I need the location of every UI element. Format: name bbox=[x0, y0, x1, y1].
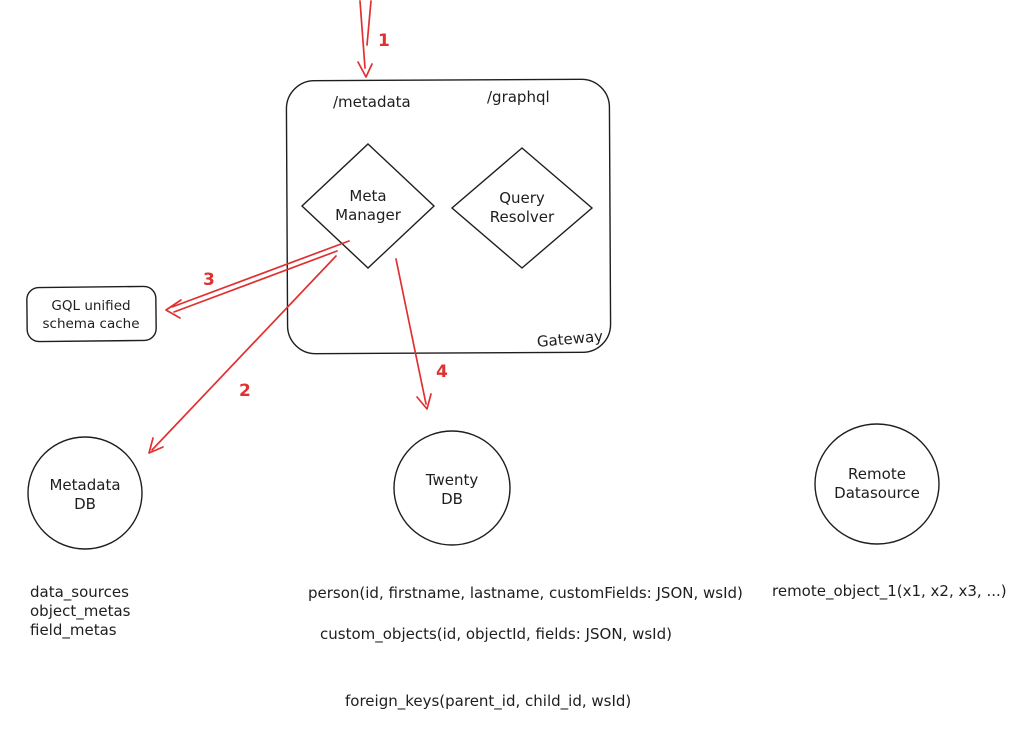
query-resolver-node bbox=[450, 147, 594, 269]
metadata-db-label-line1: Metadata bbox=[49, 476, 120, 494]
table-object-metas: object_metas bbox=[30, 602, 131, 621]
meta-manager-label-line1: Meta bbox=[349, 187, 386, 205]
table-custom-objects: custom_objects(id, objectId, fields: JSO… bbox=[320, 625, 672, 644]
endpoint-graphql-label: /graphql bbox=[487, 88, 550, 106]
meta-manager-label-line2: Manager bbox=[335, 206, 402, 224]
arrow-step-4: 4 bbox=[395, 258, 448, 410]
remote-datasource-node bbox=[814, 423, 940, 545]
twenty-db-label-line2: DB bbox=[441, 490, 463, 508]
metadata-db-node bbox=[27, 436, 143, 550]
metadata-db-label-line2: DB bbox=[74, 495, 96, 513]
remote-datasource-label-line1: Remote bbox=[848, 465, 906, 483]
table-field-metas: field_metas bbox=[30, 621, 117, 640]
arrow-step-3-label: 3 bbox=[203, 270, 215, 290]
query-resolver-label-line1: Query bbox=[499, 189, 545, 207]
arrow-step-3: 3 bbox=[165, 240, 350, 319]
remote-datasource-label-line2: Datasource bbox=[834, 484, 920, 502]
arrow-step-1: 1 bbox=[357, 0, 390, 78]
schema-cache-label-line2: schema cache bbox=[42, 316, 139, 332]
table-person: person(id, firstname, lastname, customFi… bbox=[308, 584, 743, 602]
arrow-step-1-label: 1 bbox=[378, 31, 390, 51]
table-foreign-keys: foreign_keys(parent_id, child_id, wsId) bbox=[345, 692, 631, 711]
arrow-step-2-label: 2 bbox=[239, 381, 251, 401]
twenty-db-node bbox=[393, 430, 511, 546]
query-resolver-label-line2: Resolver bbox=[490, 208, 555, 226]
table-data-sources: data_sources bbox=[30, 583, 129, 602]
arrow-step-2: 2 bbox=[148, 255, 337, 454]
twenty-db-label-line1: Twenty bbox=[425, 471, 479, 489]
gateway-label: Gateway bbox=[536, 327, 604, 351]
schema-cache-label-line1: GQL unified bbox=[51, 298, 130, 314]
meta-manager-node bbox=[300, 143, 436, 269]
endpoint-metadata-label: /metadata bbox=[333, 93, 411, 111]
schema-cache-box bbox=[26, 285, 157, 343]
arrow-step-4-label: 4 bbox=[436, 362, 448, 382]
table-remote-object-1: remote_object_1(x1, x2, x3, ...) bbox=[772, 582, 1007, 601]
